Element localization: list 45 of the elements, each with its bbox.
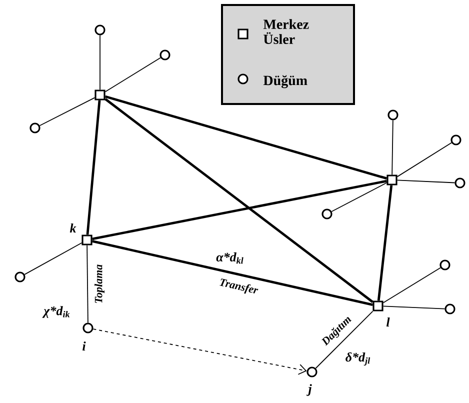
connector-line xyxy=(104,98,374,303)
connector-line xyxy=(24,242,82,275)
legend-label: Düğüm xyxy=(263,75,308,88)
connector-line xyxy=(331,182,388,212)
connector-line xyxy=(315,310,374,369)
hub-square xyxy=(94,90,106,100)
connector-line xyxy=(377,185,393,301)
node-circle xyxy=(388,110,398,120)
connector-line xyxy=(39,97,96,126)
node-circle xyxy=(30,122,40,134)
connector-line xyxy=(382,267,441,304)
edge-label: Toplama xyxy=(94,264,104,303)
node-circle xyxy=(160,50,170,60)
cost-label: χ*d$_{ik}$ xyxy=(42,306,70,318)
node-circle xyxy=(454,178,466,188)
node-label: k xyxy=(70,223,76,232)
connector-line xyxy=(92,180,387,240)
node-label: j xyxy=(306,384,312,396)
connector-line xyxy=(396,180,456,184)
node-circle xyxy=(82,322,94,334)
connector-line xyxy=(86,244,88,324)
connector-line xyxy=(382,306,446,310)
node-circle xyxy=(444,304,456,314)
node-circle xyxy=(306,366,318,378)
cost-label: α*d$_{kl}$ xyxy=(216,252,244,264)
connector-line xyxy=(92,240,373,306)
node-label: i xyxy=(82,341,86,350)
connector-line xyxy=(104,57,161,92)
hub-square xyxy=(82,234,92,246)
cost-label: δ*d$_{jl}$ xyxy=(346,352,370,366)
connector-line xyxy=(104,95,388,180)
hub-square xyxy=(372,300,384,312)
node-circle xyxy=(14,272,26,282)
hub-square xyxy=(386,174,398,186)
connector-line xyxy=(392,120,394,176)
node-label: l xyxy=(386,317,390,326)
node-circle xyxy=(94,24,106,36)
node-circle xyxy=(322,208,332,220)
legend-label: Merkez Üsler xyxy=(263,19,309,44)
dashed-arrow xyxy=(92,328,307,375)
connector-line xyxy=(396,142,452,178)
edge-label: Transfer xyxy=(220,278,258,294)
node-circle xyxy=(440,260,450,270)
connector-line xyxy=(86,100,101,235)
node-circle xyxy=(450,134,462,146)
